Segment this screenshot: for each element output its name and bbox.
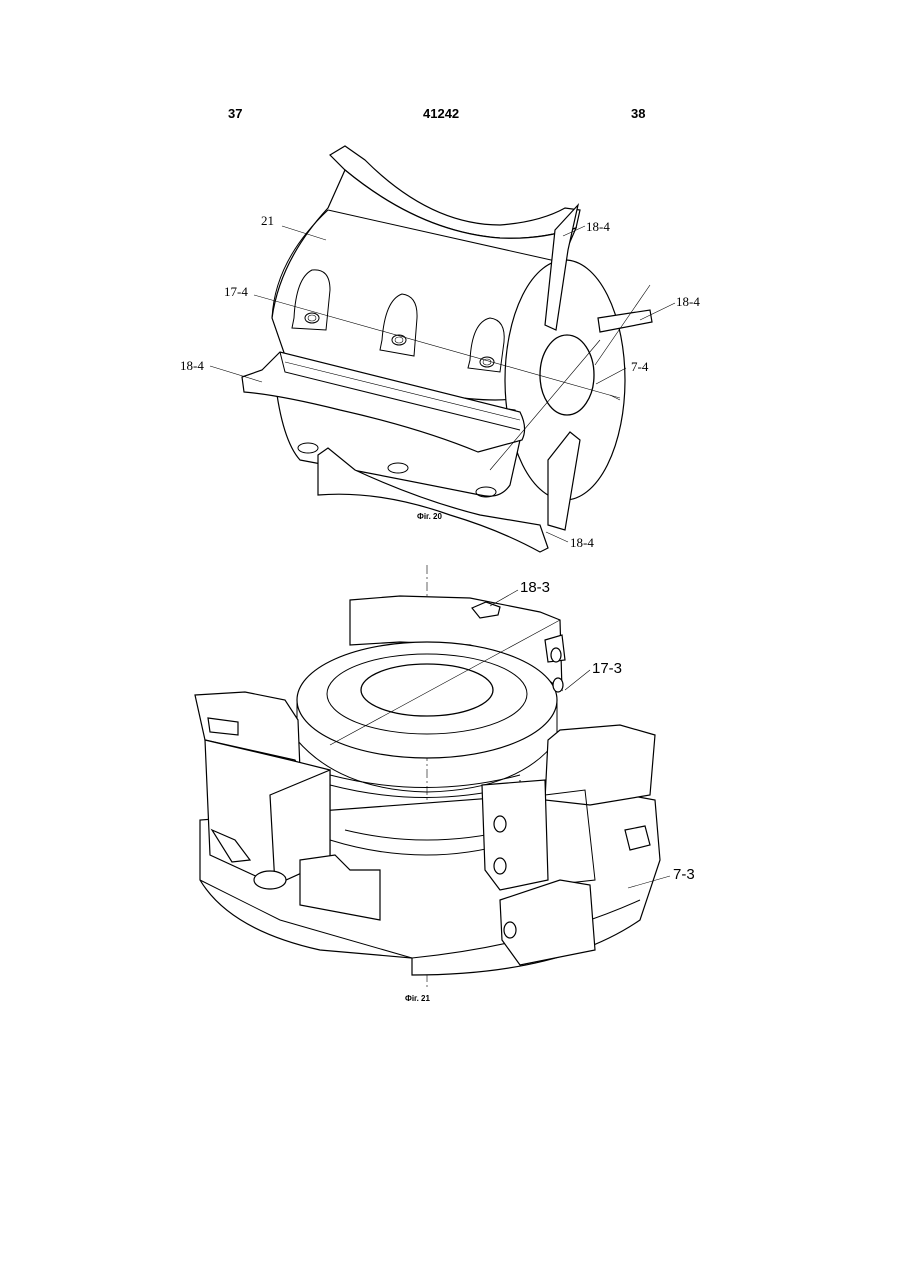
hub-ring-outer — [297, 642, 557, 758]
leader-17-3 — [565, 670, 590, 690]
leader-18-4-bottom — [546, 532, 568, 542]
figure-21-caption: Фіг. 21 — [405, 994, 430, 1003]
label-18-4-top: 18-4 — [586, 219, 610, 234]
page-number-right: 38 — [631, 106, 645, 121]
label-18-4-bottom: 18-4 — [570, 535, 594, 550]
leader-18-3 — [490, 590, 518, 606]
patent-number: 41242 — [423, 106, 459, 121]
label-7-3: 7-3 — [673, 866, 695, 883]
figure-21-drawing: 18-3 17-3 7-3 — [0, 560, 900, 1015]
figure-20-caption: Фіг. 20 — [417, 512, 442, 521]
right-face — [482, 780, 548, 890]
figure-20-drawing: 21 17-4 18-4 18-4 18-4 7-4 18-4 — [0, 130, 900, 550]
label-18-3: 18-3 — [520, 579, 550, 596]
page-number-left: 37 — [228, 106, 242, 121]
label-21: 21 — [261, 213, 274, 228]
label-17-3: 17-3 — [592, 660, 622, 677]
label-18-4-left: 18-4 — [180, 358, 204, 373]
label-17-4: 17-4 — [224, 284, 248, 299]
label-18-4-right: 18-4 — [676, 294, 700, 309]
label-7-4: 7-4 — [631, 359, 649, 374]
